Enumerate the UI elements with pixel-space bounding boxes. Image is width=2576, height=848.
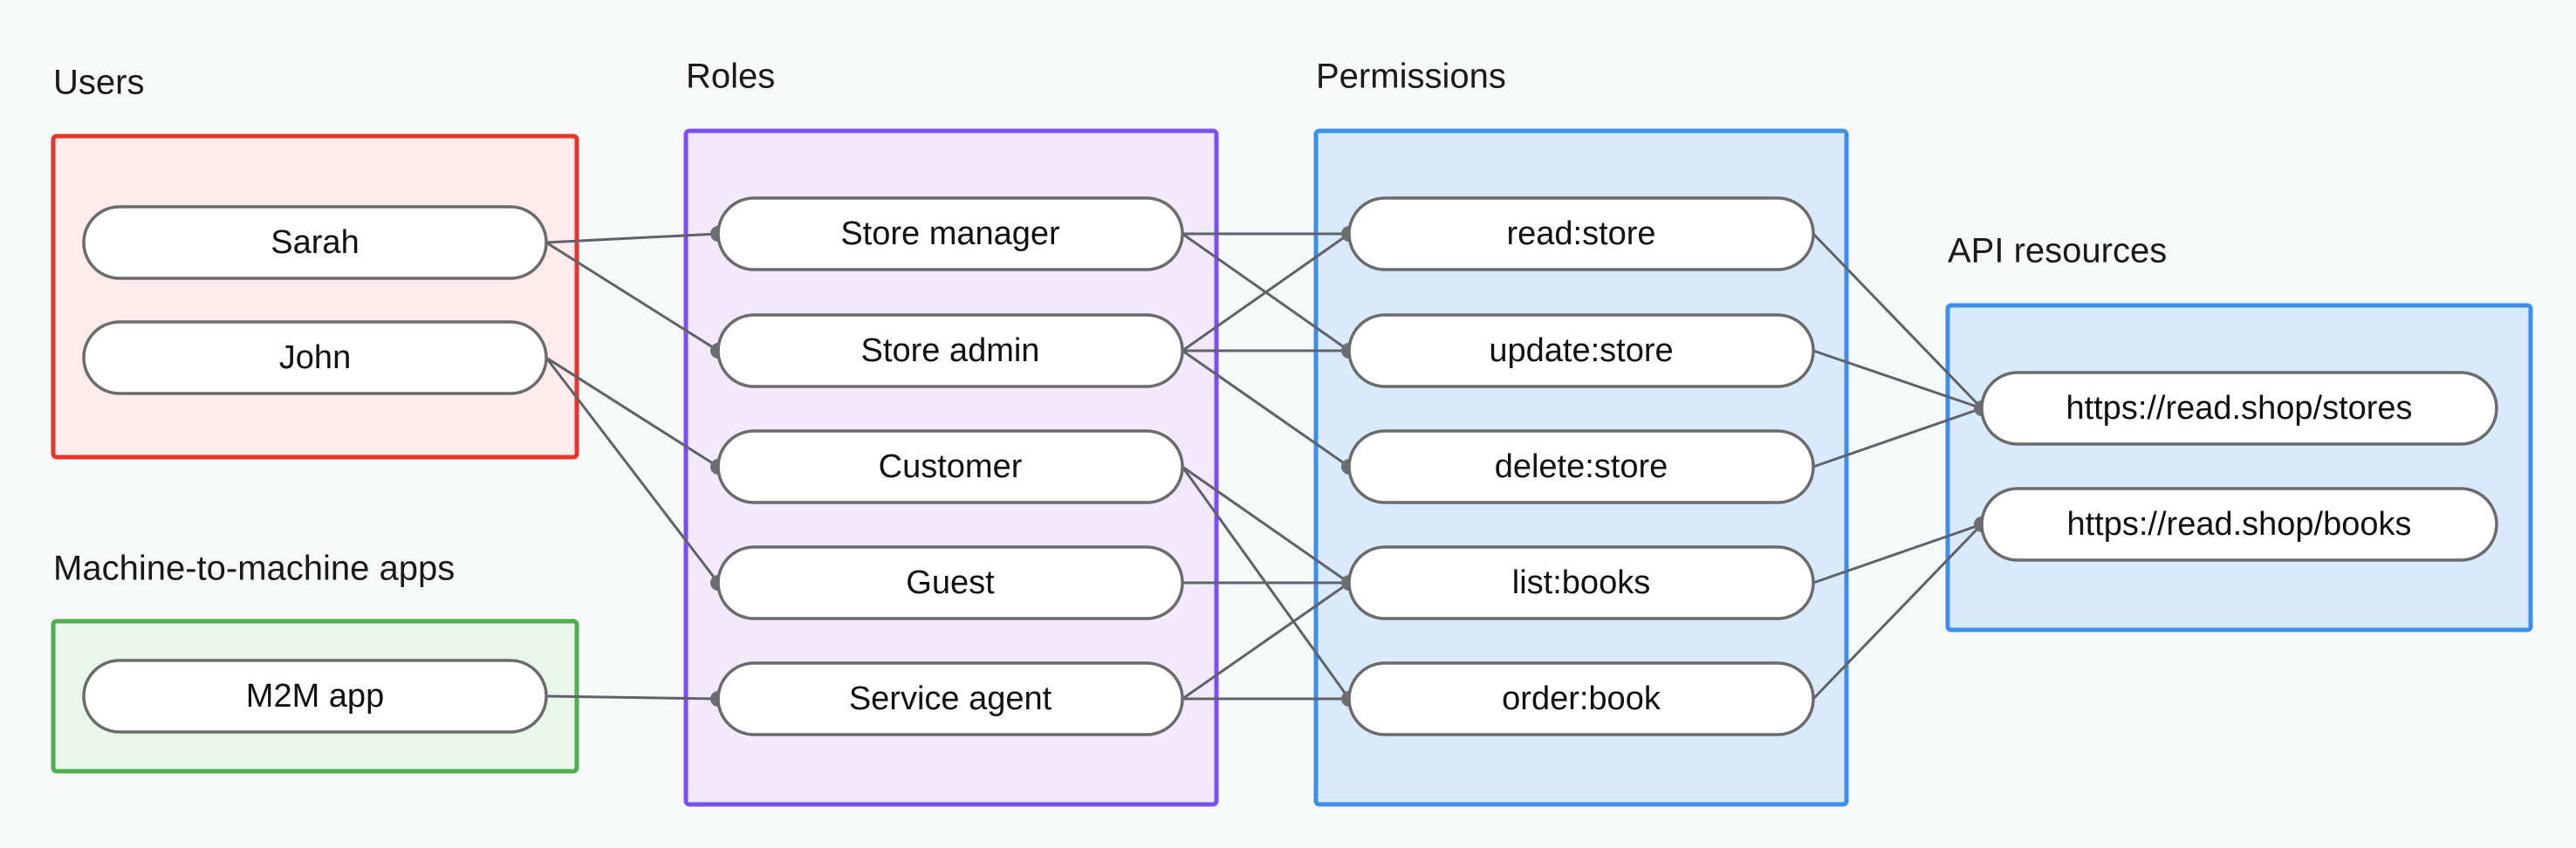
node-shape-m2mapp bbox=[82, 659, 548, 734]
node-order-book[interactable]: order:book bbox=[1347, 661, 1815, 736]
edge-list:books-to-res-books bbox=[1812, 523, 1983, 585]
node-res-stores[interactable]: https://read.shop/stores bbox=[1980, 371, 2498, 446]
node-label-res-books: https://read.shop/books bbox=[2066, 506, 2411, 543]
group-container-users bbox=[51, 133, 579, 460]
node-shape-update-store bbox=[1347, 313, 1815, 388]
node-label-service-agent: Service agent bbox=[849, 680, 1052, 717]
edge-john-to-customer bbox=[545, 356, 719, 468]
node-label-customer: Customer bbox=[879, 448, 1023, 485]
edge-order:book-to-res-books bbox=[1812, 523, 1983, 701]
edge-delete:store-to-res-stores bbox=[1812, 407, 1983, 468]
edge-store-admin-to-read-store bbox=[1182, 232, 1350, 352]
node-shape-order-book bbox=[1347, 661, 1815, 736]
group-container-api-resources bbox=[1945, 303, 2533, 633]
node-label-guest: Guest bbox=[906, 564, 995, 601]
edge-customer-to-list-books bbox=[1182, 465, 1350, 585]
node-label-res-stores: https://read.shop/stores bbox=[2066, 390, 2412, 427]
edges-layer bbox=[545, 232, 1983, 701]
node-shape-customer bbox=[716, 429, 1184, 504]
node-shape-john bbox=[82, 320, 548, 395]
edge-service-agent-to-list-books bbox=[1182, 581, 1350, 701]
edge-sarah-to-store-manager bbox=[545, 232, 719, 244]
node-read-store[interactable]: read:store bbox=[1347, 196, 1815, 271]
group-title-api-resources: API resources bbox=[1948, 232, 2167, 270]
node-shape-service-agent bbox=[716, 661, 1184, 736]
node-label-order-book: order:book bbox=[1502, 680, 1661, 717]
group-title-permissions: Permissions bbox=[1316, 58, 1506, 96]
edge-read:store-to-res-stores bbox=[1812, 232, 1983, 410]
edge-m2mapp-to-service-agent bbox=[545, 694, 719, 701]
node-label-m2mapp: M2M app bbox=[246, 678, 384, 715]
edge-update:store-to-res-stores bbox=[1812, 349, 1983, 410]
group-title-roles: Roles bbox=[686, 58, 775, 96]
node-shape-sarah bbox=[82, 205, 548, 280]
node-customer[interactable]: Customer bbox=[716, 429, 1184, 504]
node-shape-res-stores bbox=[1980, 371, 2498, 446]
edge-sarah-to-store-admin bbox=[545, 241, 719, 352]
node-shape-delete-store bbox=[1347, 429, 1815, 504]
node-shape-list-books bbox=[1347, 545, 1815, 620]
node-label-store-admin: Store admin bbox=[861, 332, 1040, 369]
node-shape-store-manager bbox=[716, 196, 1184, 271]
node-label-store-manager: Store manager bbox=[840, 215, 1060, 252]
edge-john-to-guest bbox=[545, 357, 720, 584]
node-list-books[interactable]: list:books bbox=[1347, 545, 1815, 620]
node-sarah[interactable]: Sarah bbox=[82, 205, 548, 280]
node-shape-guest bbox=[716, 545, 1184, 620]
node-label-read-store: read:store bbox=[1506, 215, 1655, 252]
node-service-agent[interactable]: Service agent bbox=[716, 661, 1184, 736]
node-update-store[interactable]: update:store bbox=[1347, 313, 1815, 388]
group-title-users: Users bbox=[53, 64, 144, 102]
group-title-m2m: Machine-to-machine apps bbox=[53, 550, 455, 588]
node-shape-res-books bbox=[1980, 487, 2498, 562]
node-guest[interactable]: Guest bbox=[716, 545, 1184, 620]
node-label-delete-store: delete:store bbox=[1495, 448, 1668, 485]
node-delete-store[interactable]: delete:store bbox=[1347, 429, 1815, 504]
node-label-list-books: list:books bbox=[1512, 564, 1650, 601]
node-store-manager[interactable]: Store manager bbox=[716, 196, 1184, 271]
node-store-admin[interactable]: Store admin bbox=[716, 313, 1184, 388]
node-label-update-store: update:store bbox=[1489, 332, 1673, 369]
node-res-books[interactable]: https://read.shop/books bbox=[1980, 487, 2498, 562]
node-shape-read-store bbox=[1347, 196, 1815, 271]
node-shape-store-admin bbox=[716, 313, 1184, 388]
node-label-john: John bbox=[279, 339, 351, 376]
node-label-sarah: Sarah bbox=[271, 224, 359, 261]
edge-store-admin-to-delete-store bbox=[1182, 349, 1350, 468]
node-m2mapp[interactable]: M2M app bbox=[82, 659, 548, 734]
node-john[interactable]: John bbox=[82, 320, 548, 395]
